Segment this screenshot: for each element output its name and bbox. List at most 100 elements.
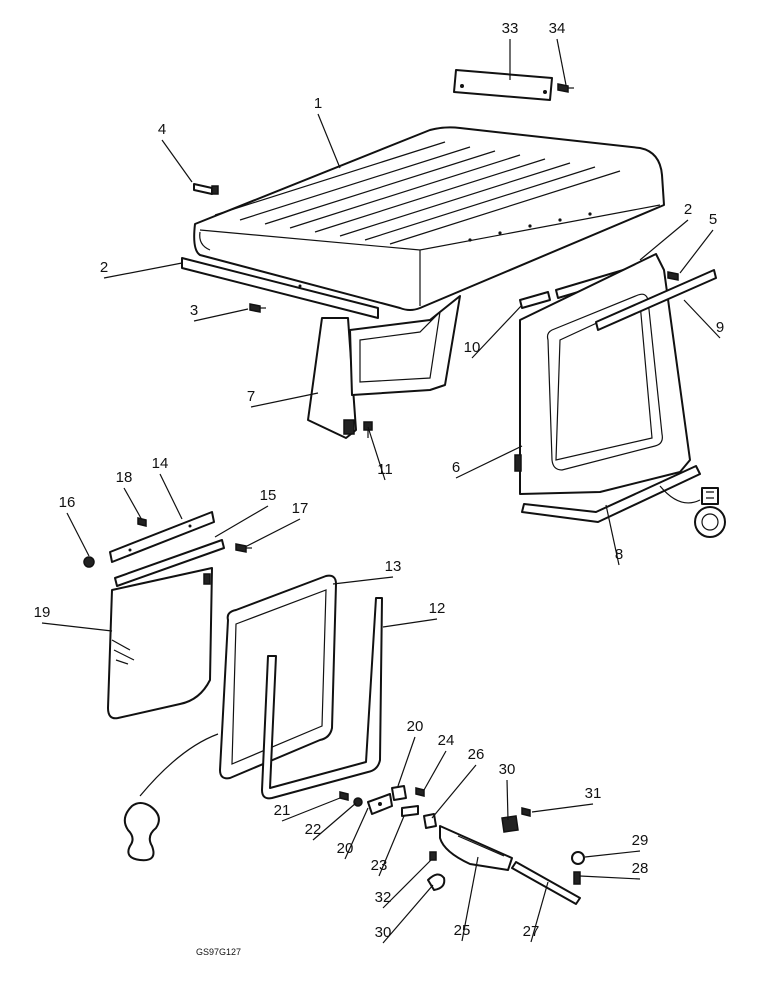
leader-line-26 (431, 764, 477, 819)
callout-30: 30 (375, 924, 392, 941)
part-9-trim-strip (595, 269, 717, 331)
part-29-knob (571, 851, 585, 865)
leader-line-25 (461, 856, 479, 942)
leader-line-13 (332, 576, 394, 585)
part-13-glass-seal-frame (219, 574, 337, 780)
callout-16: 16 (59, 494, 76, 511)
part-33-cover-plate (453, 69, 553, 101)
leader-line-20 (397, 736, 416, 787)
callout-22: 22 (305, 821, 322, 838)
leader-line-1 (317, 113, 341, 169)
leader-line-30 (506, 779, 509, 821)
leader-line-2 (639, 219, 689, 261)
leader-line-20 (344, 807, 369, 860)
callout-6: 6 (452, 459, 460, 476)
part-16-nut (83, 556, 95, 568)
callout-18: 18 (116, 469, 133, 486)
part-2-seal-strip-front (181, 257, 379, 319)
callout-8: 8 (615, 546, 623, 563)
callout-2: 2 (684, 201, 692, 218)
leader-line-28 (579, 875, 641, 880)
leader-line-8 (605, 504, 620, 566)
leader-line-30 (382, 884, 434, 944)
leader-line-7 (250, 392, 319, 408)
callout-24: 24 (438, 732, 455, 749)
part-24-screw (415, 787, 425, 797)
leader-line-29 (584, 850, 641, 858)
part-22-washer (353, 797, 363, 807)
part-6-side-panel (514, 253, 691, 495)
part-1-roof-panel (193, 126, 665, 311)
part-30-clip (427, 815, 519, 891)
callout-9: 9 (716, 319, 724, 336)
leader-line-31 (531, 803, 594, 813)
part-14-retaining-strip (109, 511, 215, 563)
leader-line-16 (66, 512, 90, 557)
part-10-trim-strip (519, 291, 551, 309)
part-17-screw (235, 543, 252, 553)
callout-28: 28 (632, 860, 649, 877)
callout-2: 2 (100, 259, 108, 276)
leader-line-11 (367, 426, 386, 481)
part-34-screw (557, 83, 574, 93)
leader-line-32 (382, 859, 432, 909)
leader-line-14 (159, 473, 183, 520)
leader-line-15 (214, 505, 269, 538)
callout-12: 12 (429, 600, 446, 617)
figure-reference-code: GS97G127 (196, 947, 241, 957)
callout-23: 23 (371, 857, 388, 874)
callout-5: 5 (709, 211, 717, 228)
callout-4: 4 (158, 121, 166, 138)
callout-14: 14 (152, 455, 169, 472)
callout-26: 26 (468, 746, 485, 763)
leader-line-5 (679, 229, 714, 274)
part-25-latch-plate (439, 825, 513, 871)
part-5-screw (667, 271, 679, 281)
part-19-side-window-panel (107, 567, 213, 720)
part-32-screw (429, 851, 437, 861)
callout-31: 31 (585, 785, 602, 802)
part-15-retaining-strip (114, 539, 225, 587)
callout-20: 20 (337, 840, 354, 857)
seal-section-detail (659, 485, 726, 538)
part-12-channel-strip (261, 597, 383, 800)
callout-34: 34 (549, 20, 566, 37)
part-4-bolt (193, 183, 219, 195)
leader-line-21 (281, 797, 341, 822)
callout-15: 15 (260, 487, 277, 504)
part-28-pin (573, 871, 581, 885)
leader-line-17 (244, 518, 301, 548)
part-23-pin (401, 805, 419, 817)
leader-line-27 (530, 881, 549, 943)
callout-30: 30 (499, 761, 516, 778)
callout-7: 7 (247, 388, 255, 405)
callout-20: 20 (407, 718, 424, 735)
leader-line-24 (423, 750, 447, 791)
callout-11: 11 (377, 461, 393, 478)
leader-line-22 (312, 802, 357, 841)
callout-27: 27 (523, 923, 540, 940)
part-31-screw (521, 807, 531, 817)
leader-line-18 (123, 487, 143, 521)
part-18-screw (137, 517, 147, 527)
leader-line-10 (471, 304, 523, 359)
part-3-screw (249, 303, 266, 313)
callout-21: 21 (274, 802, 291, 819)
callout-25: 25 (454, 922, 471, 939)
leader-line-6 (455, 445, 523, 479)
leader-line-4 (161, 139, 193, 183)
leader-line-19 (41, 622, 113, 632)
part-7-rear-pillar (307, 295, 461, 439)
leader-line-12 (382, 618, 438, 628)
part-20-bracket (367, 785, 407, 815)
part-21-screw (339, 791, 349, 801)
callout-33: 33 (502, 20, 519, 37)
callout-13: 13 (385, 558, 402, 575)
callout-10: 10 (464, 339, 481, 356)
callout-32: 32 (375, 889, 392, 906)
callout-19: 19 (34, 604, 51, 621)
seal-profile-detail (123, 733, 219, 862)
part-11-screw (363, 421, 373, 438)
